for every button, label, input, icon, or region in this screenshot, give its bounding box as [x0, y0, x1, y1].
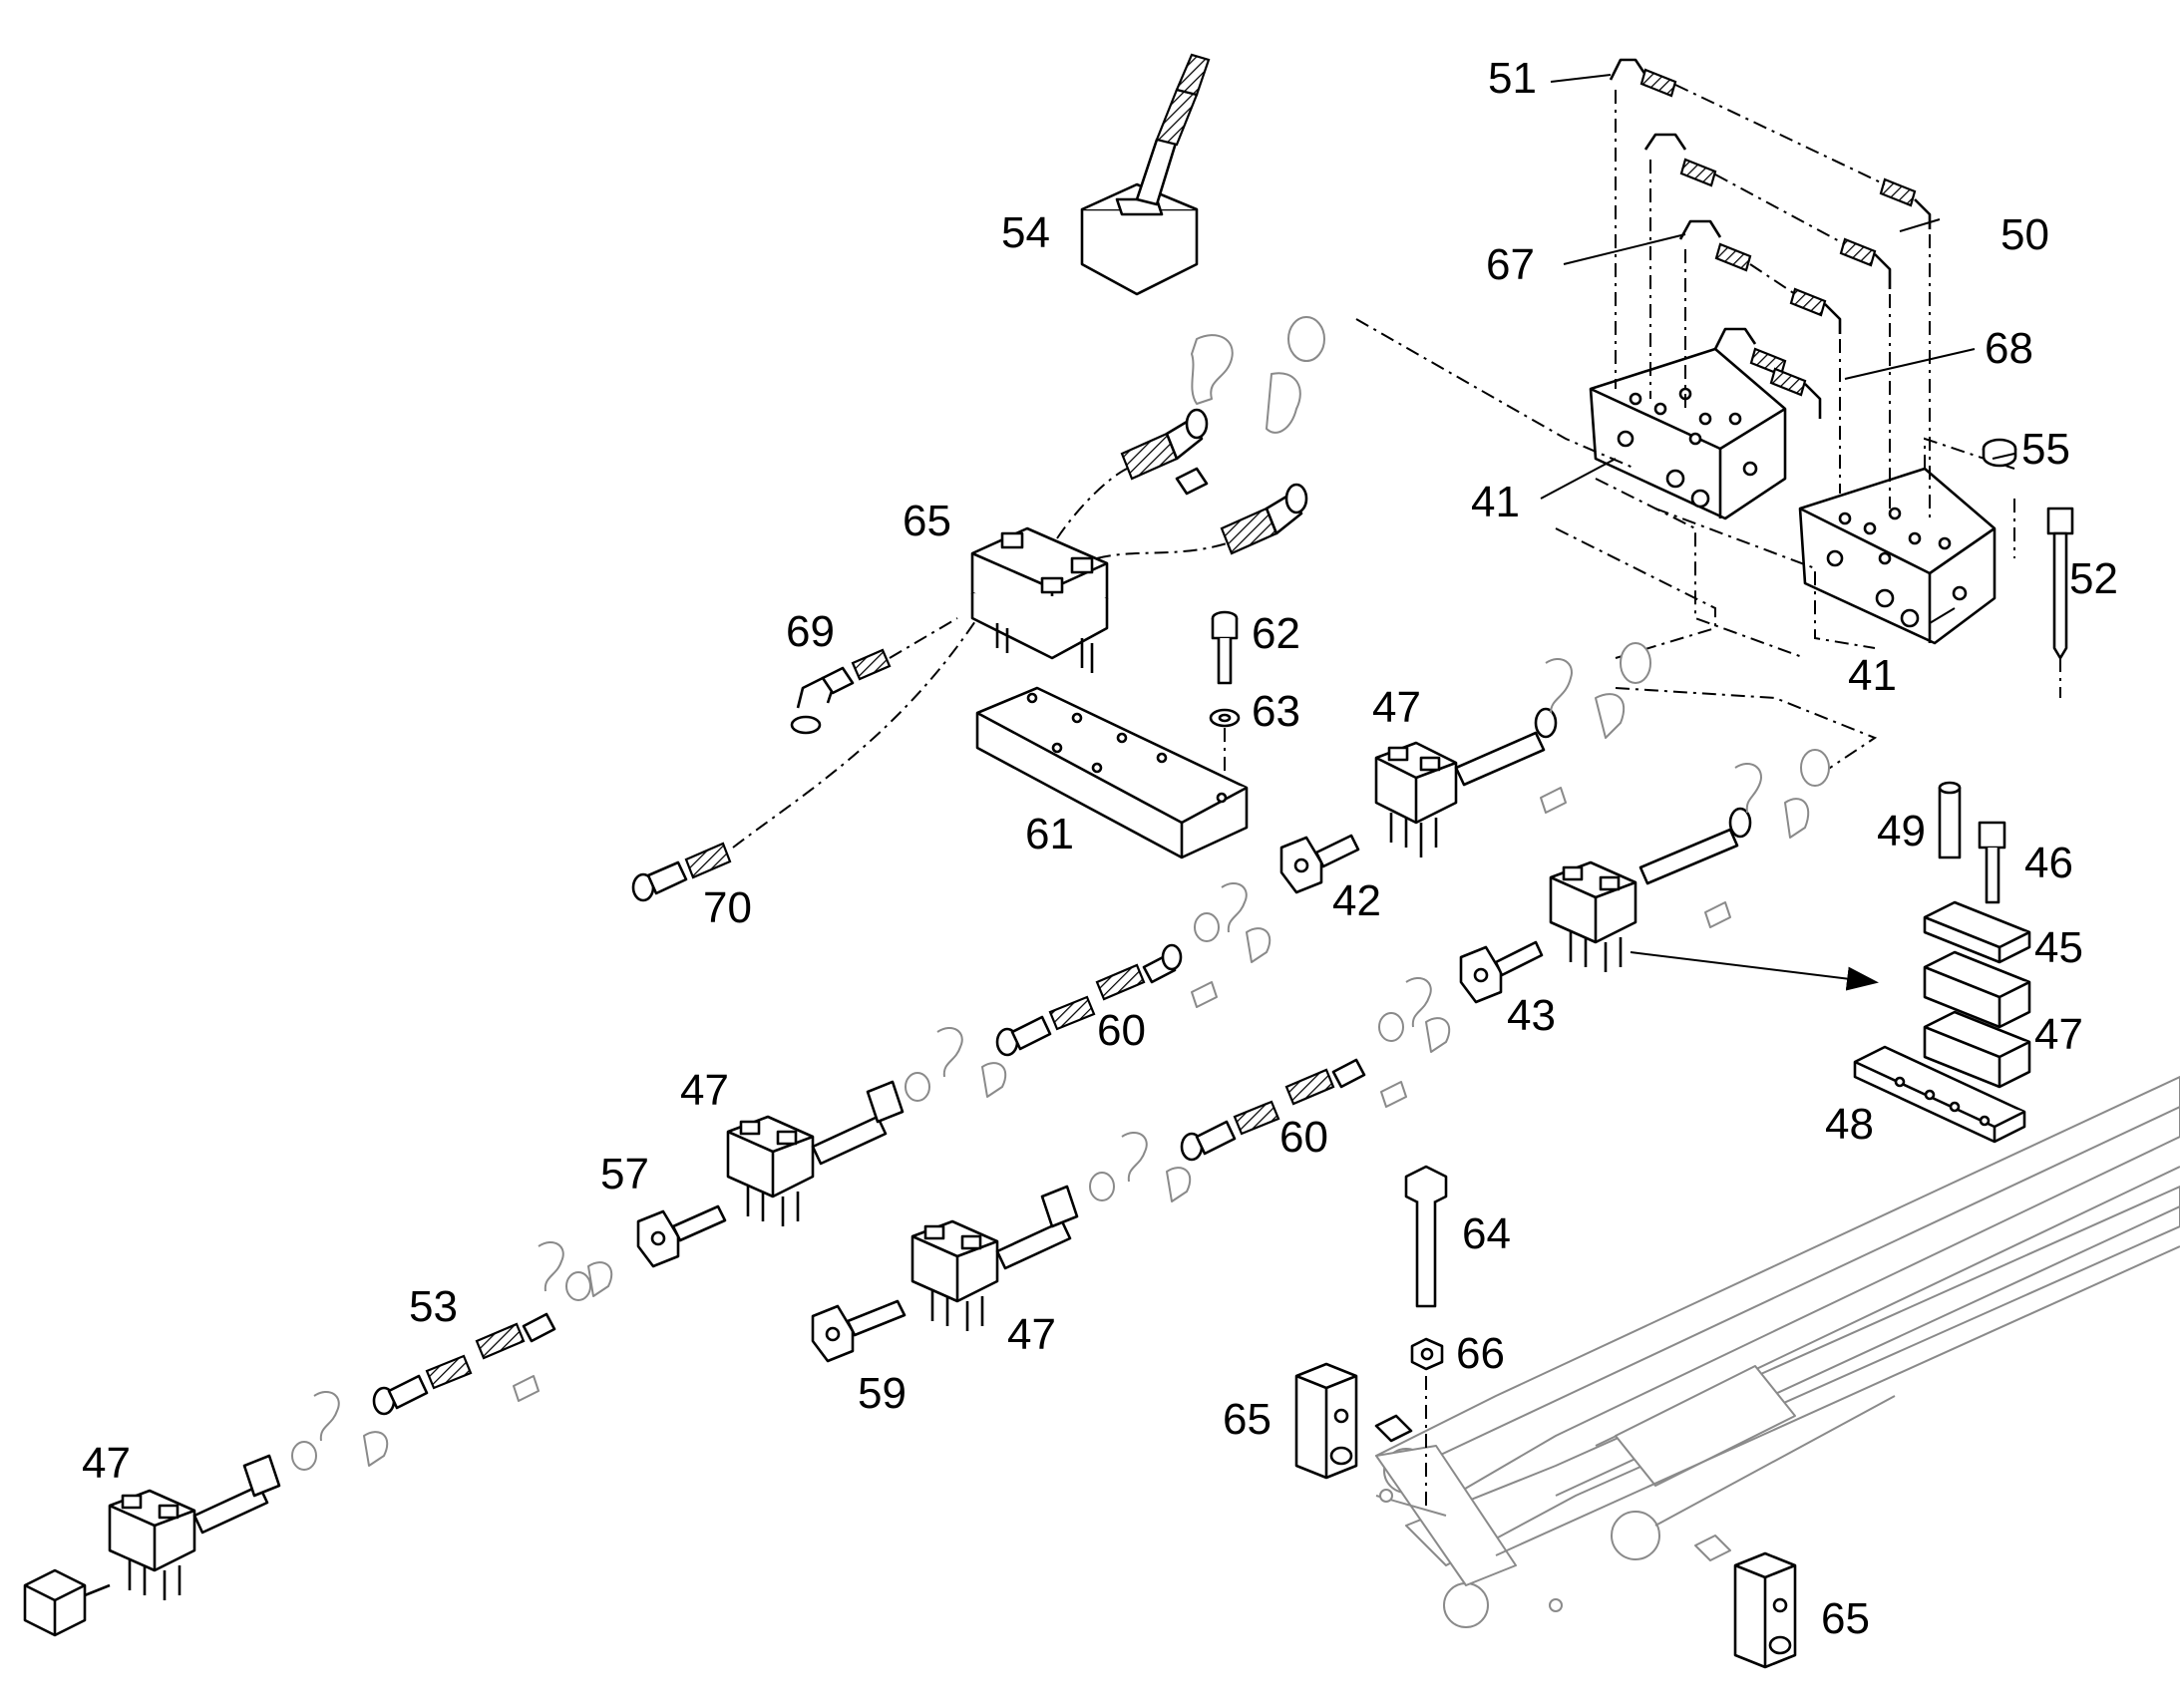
pipe-clamp-47-b [1549, 860, 1637, 972]
pipe-clamp-47-a [1374, 741, 1458, 857]
mounting-plate-61 [975, 686, 1249, 859]
elbow-hose-69 [790, 617, 958, 735]
callout-46: 46 [2024, 839, 2073, 887]
callout-69: 69 [786, 607, 835, 656]
callout-41-b: 41 [1848, 651, 1897, 700]
callout-47-a: 47 [1372, 683, 1421, 732]
callout-60-b: 60 [1279, 1113, 1328, 1162]
callout-62: 62 [1252, 609, 1300, 658]
callout-47-c: 47 [680, 1066, 729, 1115]
bracket-65-lower-b [1694, 1535, 1797, 1669]
hose-fittings-60-lower [1180, 977, 1451, 1162]
bolt-52 [2046, 507, 2074, 698]
flange-57 [636, 1204, 727, 1268]
callout-43: 43 [1507, 991, 1556, 1040]
callout-59: 59 [858, 1369, 907, 1418]
washer-63 [1209, 708, 1241, 798]
callout-52: 52 [2069, 554, 2118, 603]
callout-49: 49 [1877, 807, 1926, 855]
crane-boom-drawing [1375, 1076, 2180, 1628]
hose-assemblies-top [1609, 58, 1932, 419]
callout-55: 55 [2021, 425, 2070, 474]
callout-51: 51 [1488, 54, 1537, 103]
pipe-47b [1630, 749, 1879, 991]
callout-68: 68 [1985, 324, 2033, 373]
callout-63: 63 [1252, 687, 1300, 736]
callout-66: 66 [1456, 1329, 1505, 1378]
leader-lines [1540, 74, 2015, 624]
end-block [23, 1568, 111, 1637]
flange-43 [1459, 940, 1544, 1004]
callout-labels: 51 50 67 68 54 55 52 41 41 65 69 62 63 6… [82, 54, 2118, 1643]
pipe-47a [1454, 642, 1651, 814]
nut-66 [1410, 1337, 1444, 1506]
callout-67: 67 [1486, 240, 1535, 289]
callout-41-a: 41 [1471, 478, 1520, 526]
callout-65-c: 65 [1821, 1594, 1870, 1643]
control-block-54 [1080, 53, 1211, 296]
valve-block-41-left [1589, 347, 1787, 520]
valve-block-41-right [1798, 467, 1997, 645]
callout-54: 54 [1001, 208, 1050, 257]
callout-65-a: 65 [903, 497, 951, 545]
assembly-dash-lines [1355, 90, 2015, 779]
callout-53: 53 [409, 1282, 458, 1331]
callout-45: 45 [2034, 923, 2083, 972]
detail-clamp-stack [1853, 781, 2031, 1144]
clamp-65-upper [970, 526, 1109, 673]
callout-48: 48 [1825, 1100, 1874, 1149]
hose-fitting-70 [631, 617, 978, 902]
callout-47-e: 47 [82, 1439, 131, 1488]
pipe-clamp-47-c [726, 1027, 1007, 1226]
hose-fittings-60-upper [995, 882, 1272, 1057]
callout-70: 70 [703, 883, 752, 932]
callout-65-b: 65 [1223, 1395, 1272, 1444]
cap-55 [1982, 438, 2017, 468]
split-flange-top [1191, 316, 1325, 434]
flange-42 [1279, 834, 1360, 894]
hose-fittings-upper [1056, 408, 1308, 559]
pipe-clamp-47-d [910, 1132, 1192, 1331]
callout-47-d: 47 [1007, 1310, 1056, 1359]
flange-59 [811, 1299, 907, 1363]
callout-57: 57 [600, 1150, 649, 1198]
callout-61: 61 [1025, 810, 1074, 858]
callout-42: 42 [1332, 876, 1381, 925]
bolt-64 [1404, 1165, 1448, 1308]
pipe-clamp-47-e [108, 1391, 389, 1600]
callout-64: 64 [1462, 1209, 1511, 1258]
callout-60-a: 60 [1097, 1006, 1146, 1055]
bracket-65-lower-a [1294, 1362, 1413, 1480]
screw-62 [1211, 610, 1239, 685]
hose-fittings-53 [372, 1241, 613, 1416]
callout-50: 50 [2000, 210, 2049, 259]
callout-47-b: 47 [2034, 1010, 2083, 1059]
